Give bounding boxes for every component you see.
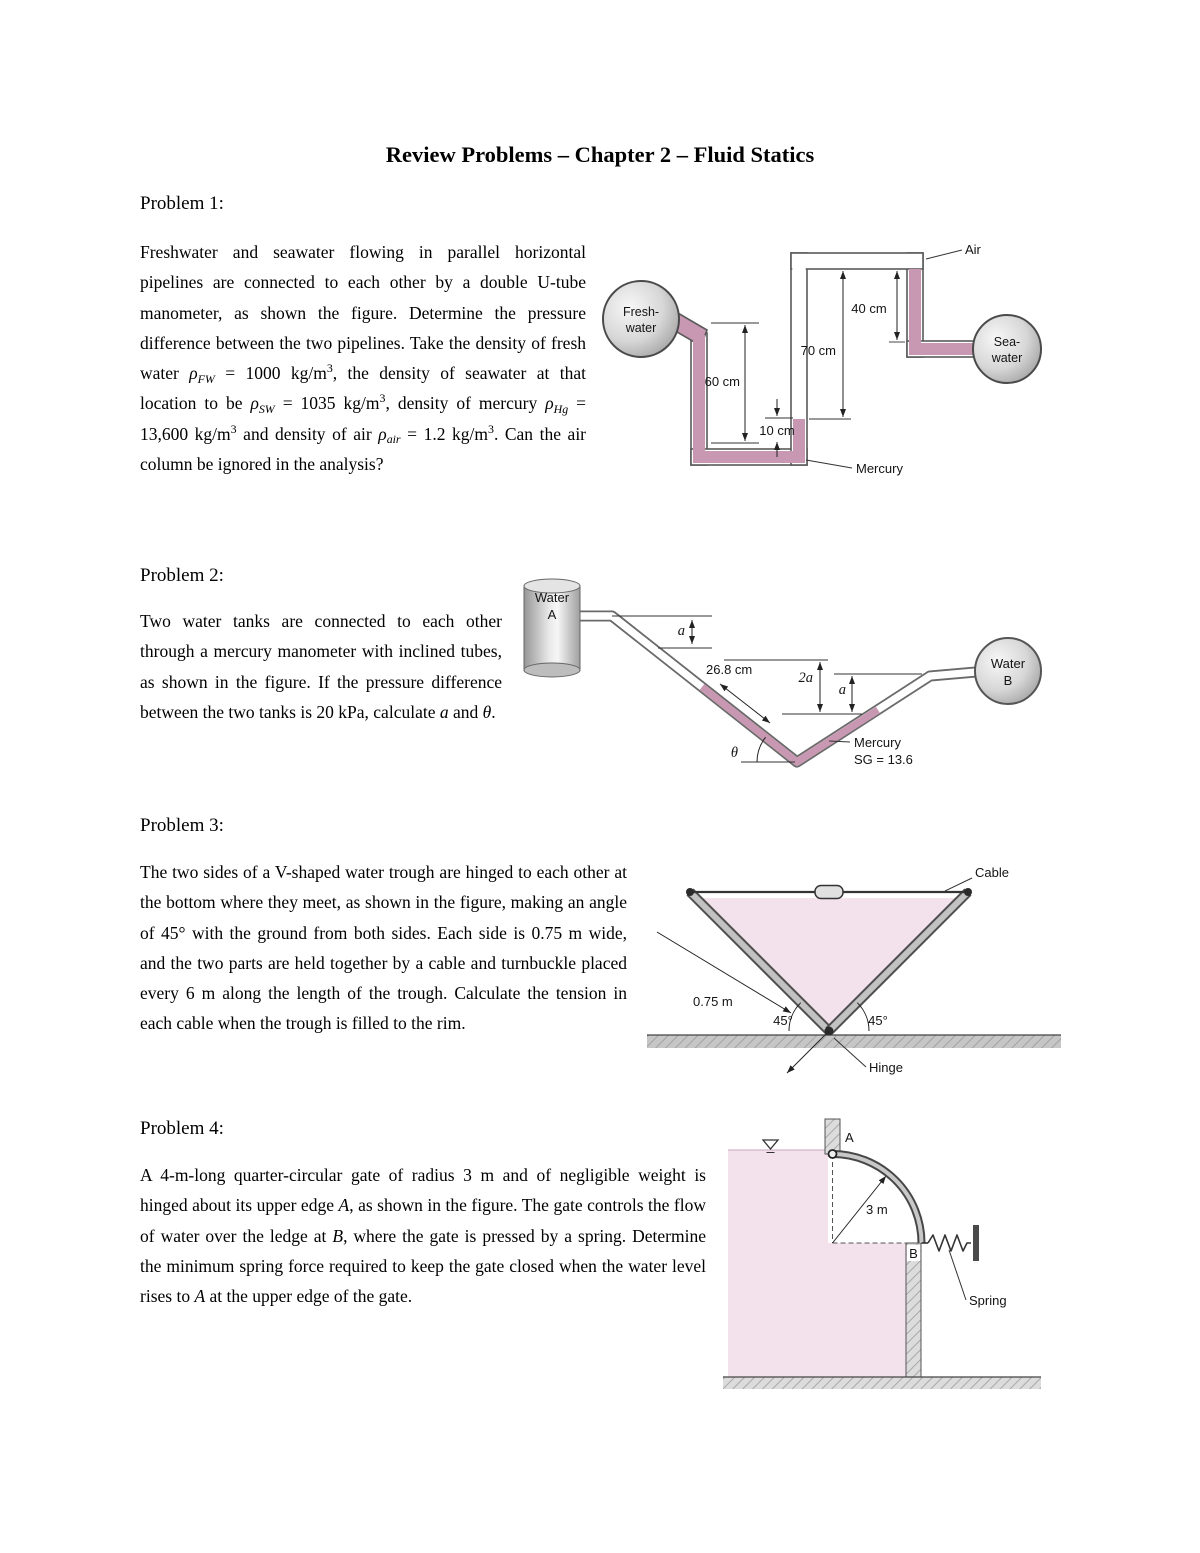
- angle-theta: θ: [731, 736, 795, 763]
- hinge-label: Hinge: [869, 1060, 903, 1075]
- dim-0-75m: 0.75 m: [656, 931, 792, 1014]
- dim-2a: 2a: [724, 659, 862, 715]
- dim-2a-label: 2a: [799, 670, 814, 686]
- spring-backing-plate: [973, 1225, 979, 1261]
- figure-problem2-inclined-manometer: Water A Water B a 26.8 cm 2a: [523, 578, 1042, 768]
- dim-26-8cm-label: 26.8 cm: [706, 662, 752, 677]
- dim-26-8cm: 26.8 cm: [706, 662, 771, 724]
- dim-10cm-label: 10 cm: [759, 423, 794, 438]
- problem1-heading: Problem 1:: [140, 193, 224, 214]
- tank-a-label-line1: Water: [535, 590, 570, 605]
- problem2-body: Two water tanks are connected to each ot…: [140, 611, 502, 722]
- point-a-label: A: [845, 1130, 854, 1145]
- water-tank-a: Water A: [523, 578, 581, 678]
- inclined-tube: [580, 610, 977, 768]
- mercury-label-line2: SG = 13.6: [854, 752, 913, 767]
- hinge-a: [827, 1149, 838, 1159]
- angle-45-left-label: 45°: [773, 1013, 793, 1028]
- spring-leader-line: [948, 1249, 967, 1301]
- figure-problem1-double-utube-manometer: 60 cm 10 cm 70 cm 40 cm Air Mercury Fres…: [602, 242, 1042, 476]
- dim-60cm: 60 cm: [705, 322, 759, 444]
- radius-reference-lines: [832, 1154, 922, 1244]
- mercury-label-line1: Mercury: [854, 735, 901, 750]
- tank-b-label-line2: B: [1004, 673, 1013, 688]
- ledge-wall: [905, 1242, 922, 1378]
- mercury-label-group: Mercury SG = 13.6: [828, 735, 913, 767]
- seawater-label-line2: water: [991, 351, 1023, 365]
- upper-wall: [824, 1118, 841, 1155]
- dim-a-right: a: [834, 673, 922, 712]
- fluid-columns: [693, 269, 977, 463]
- problem3-heading: Problem 3:: [140, 815, 224, 836]
- tank-b-label-line1: Water: [991, 656, 1026, 671]
- quarter-gate: [832, 1150, 926, 1244]
- water-body: [728, 1150, 906, 1377]
- tube-junction-patch: [792, 267, 806, 271]
- theta-label: θ: [731, 745, 738, 761]
- dim-0-75m-label: 0.75 m: [693, 994, 733, 1009]
- cable-anchor-left: [686, 888, 694, 896]
- water-surface-symbol: [761, 1139, 780, 1153]
- angle-45-right: 45°: [856, 1002, 888, 1032]
- dim-10cm: 10 cm: [759, 399, 795, 457]
- manometer-tubes: [690, 252, 980, 466]
- dim-a-left: a: [612, 615, 712, 649]
- spring-label: Spring: [969, 1293, 1007, 1308]
- water-tank-b: Water B: [974, 637, 1042, 705]
- dim-40cm: 40 cm: [851, 271, 905, 343]
- trough-sides: [686, 888, 972, 1035]
- beam-extension-arrow: [786, 1030, 830, 1074]
- freshwater-pipe: Fresh- water: [602, 280, 680, 358]
- angle-45-right-label: 45°: [868, 1013, 888, 1028]
- spring-assembly: [921, 1225, 979, 1261]
- mercury-label: Mercury: [856, 461, 903, 476]
- cable-assembly: [686, 884, 972, 900]
- hinge-leader-line: [833, 1037, 867, 1068]
- problem3-body: The two sides of a V-shaped water trough…: [140, 862, 627, 1034]
- ground: [723, 1376, 1041, 1389]
- problem2-heading: Problem 2:: [140, 565, 224, 586]
- mercury-leader-line: [805, 459, 853, 469]
- seawater-label-line1: Sea-: [994, 335, 1020, 349]
- dim-70cm: 70 cm: [801, 271, 851, 420]
- air-label: Air: [965, 242, 982, 257]
- freshwater-label-line2: water: [625, 321, 657, 335]
- tank-a-label-line2: A: [548, 607, 557, 622]
- page-title: Review Problems – Chapter 2 – Fluid Stat…: [385, 142, 815, 167]
- seawater-pipe: Sea- water: [972, 314, 1042, 384]
- figure-problem4-quarter-gate: 3 m A B Spring: [723, 1118, 1041, 1389]
- air-leader-line: [925, 249, 963, 260]
- angle-45-left: 45°: [773, 1002, 802, 1032]
- problem4-heading: Problem 4:: [140, 1118, 224, 1139]
- b-label-backing: [906, 1245, 921, 1261]
- cable-leader-line: [944, 877, 973, 892]
- dim-a-left-label: a: [678, 623, 685, 639]
- problem1-body: Freshwater and seawater flowing in paral…: [140, 242, 587, 475]
- turnbuckle: [814, 884, 844, 900]
- cable-anchor-right: [964, 888, 972, 896]
- dim-a-right-label: a: [839, 682, 846, 698]
- figure-problem3-vshaped-trough: 0.75 m 45° 45° Cable Hinge: [647, 865, 1061, 1075]
- spring-coil: [927, 1234, 971, 1252]
- dim-40cm-label: 40 cm: [851, 301, 886, 316]
- cable-label: Cable: [975, 865, 1009, 880]
- water-fill: [697, 898, 961, 1030]
- radius-arrow: [832, 1175, 887, 1244]
- dim-70cm-label: 70 cm: [801, 343, 836, 358]
- dim-60cm-label: 60 cm: [705, 374, 740, 389]
- ground: [647, 1034, 1061, 1048]
- point-b-label: B: [909, 1246, 918, 1261]
- freshwater-label-line1: Fresh-: [623, 305, 659, 319]
- radius-label: 3 m: [866, 1202, 888, 1217]
- problem4-body: A 4-m-long quarter-circular gate of radi…: [140, 1165, 706, 1307]
